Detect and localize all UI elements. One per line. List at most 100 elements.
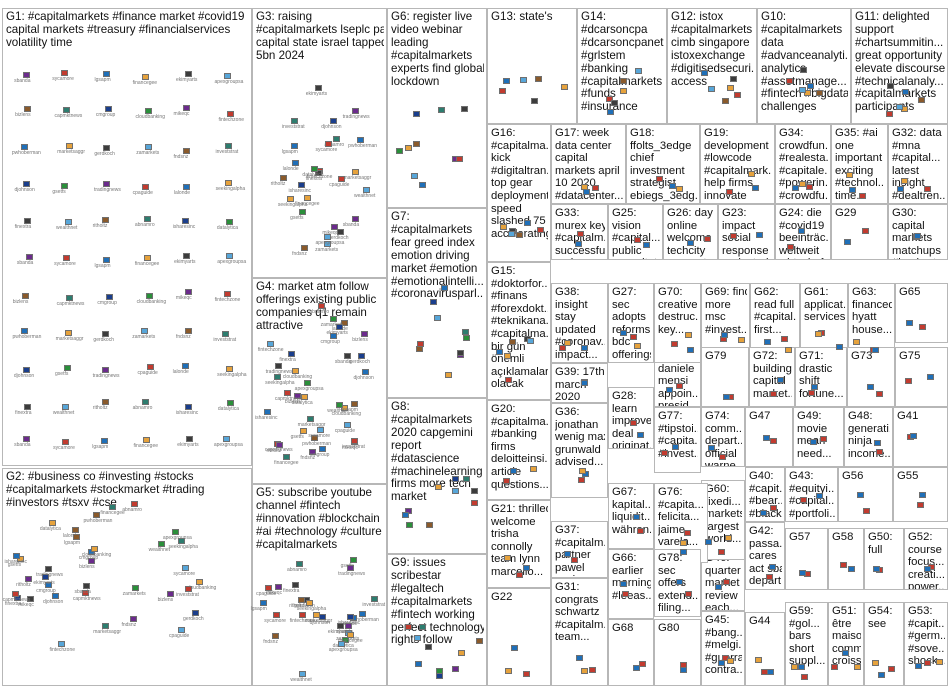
- node-label: sbanda: [14, 441, 31, 448]
- group-panel-g51: G51: être maison commerce croiss...: [828, 602, 864, 686]
- graph-node: [902, 88, 910, 95]
- graph-node: [13, 552, 21, 559]
- graph-node: [61, 183, 69, 190]
- node-label: fintechzone: [257, 347, 284, 354]
- graph-node: [900, 178, 908, 185]
- graph-node: [358, 352, 366, 359]
- group-panel-g3: G3: raising #capitalmarkets lseplc part …: [252, 8, 387, 278]
- node-label: bizlens: [352, 337, 368, 343]
- graph-node: [340, 405, 348, 412]
- node-label: datalytica: [39, 526, 61, 533]
- graph-node: [770, 390, 778, 397]
- graph-node: [317, 426, 325, 433]
- graph-node: [25, 575, 33, 582]
- graph-node: [104, 106, 112, 113]
- graph-node: [299, 427, 307, 434]
- graph-node: [92, 512, 100, 519]
- group-panel-g48: G48: generati... ninja income...: [844, 407, 893, 467]
- node-label: gsetfs: [290, 433, 304, 440]
- group-panel-g54: G54: see: [864, 602, 904, 686]
- group-panel-g5: G5: subscribe youtube channel #fintech #…: [252, 484, 387, 686]
- graph-node: [563, 339, 571, 346]
- graph-node: [222, 331, 230, 338]
- node-label: fintechzone: [218, 116, 245, 123]
- graph-node: [177, 538, 185, 545]
- node-label: investstrat: [215, 149, 239, 156]
- node-label: fintechzone: [49, 646, 76, 653]
- graph-node: [61, 69, 69, 76]
- graph-node: [852, 339, 860, 346]
- group-panel-g34: G34: crowdfun... #realesta... #capitale.…: [775, 124, 831, 204]
- node-label: cmgroup: [309, 452, 330, 459]
- graph-node: [371, 596, 379, 603]
- node-label: lalonde: [282, 165, 299, 172]
- group-panel-g16: G16: #capitalma... kick #digitaltran... …: [487, 124, 551, 262]
- graph-node: [629, 419, 637, 426]
- node-label: ekimyarts: [327, 629, 350, 636]
- node-label: mikeqc: [322, 231, 338, 236]
- group-panel-g77: G77: #tipstoi... #capita... #invest...: [654, 407, 701, 473]
- graph-node: [64, 329, 72, 336]
- graph-node: [63, 254, 71, 261]
- graph-node: [72, 534, 80, 541]
- group-panel-g11: G11: delighted support #chartsummitin...…: [851, 8, 948, 124]
- graph-node: [456, 350, 464, 357]
- graph-node: [324, 233, 332, 240]
- node-label: bizlens: [284, 398, 301, 405]
- graph-node: [65, 219, 73, 226]
- graph-node: [406, 522, 414, 529]
- node-label: lgsapm: [250, 605, 267, 612]
- group-panel-g15: G15: #doktorfor... #finans #forexdokt...…: [487, 262, 551, 400]
- graph-node: [351, 108, 359, 115]
- graph-node: [526, 337, 534, 344]
- graph-node: [687, 240, 695, 247]
- node-label: cloudbanking: [136, 298, 167, 305]
- node-label: apexgroupsa: [213, 441, 243, 448]
- group-label: G15: #doktorfor... #finans #forexdokt...…: [491, 265, 548, 391]
- graph-node: [106, 293, 114, 300]
- group-panel-g43: G43: #equityi... #capital... #portfoli..…: [785, 467, 838, 522]
- graph-node: [65, 294, 73, 301]
- group-panel-g57: G57: [785, 528, 828, 590]
- node-label: sycamore: [264, 617, 286, 624]
- group-label: G13: state's: [491, 11, 553, 23]
- node-label: gsetfs: [7, 562, 22, 569]
- graph-node: [683, 530, 691, 537]
- graph-node: [580, 184, 588, 191]
- graph-node: [578, 476, 586, 483]
- node-label: apexgroupsa: [217, 258, 247, 265]
- graph-node: [178, 627, 185, 634]
- node-label: apexgroupsa: [328, 646, 358, 653]
- group-label: G70: creative destruc... key...: [658, 286, 698, 336]
- graph-node: [670, 341, 678, 348]
- node-label: zamarkets: [320, 321, 344, 328]
- graph-node: [574, 241, 582, 248]
- node-label: abnamro: [122, 506, 142, 513]
- node-label: cloudbanking: [282, 374, 313, 381]
- node-label: datalytica: [291, 400, 313, 406]
- node-label: zamarkets: [132, 333, 156, 340]
- group-label: G41: [897, 410, 919, 422]
- graph-node: [404, 144, 412, 151]
- graph-node: [914, 663, 922, 670]
- graph-node: [416, 345, 424, 352]
- node-label: wealthnet: [327, 407, 349, 414]
- graph-node: [131, 585, 139, 592]
- graph-node: [619, 580, 627, 587]
- graph-node: [23, 435, 31, 442]
- node-label: fndsnz: [300, 455, 316, 462]
- graph-node: [71, 526, 79, 533]
- graph-node: [846, 171, 854, 178]
- node-label: ekimyarts: [177, 442, 199, 449]
- group-label: G66: earlier morning #leeas...: [612, 552, 651, 602]
- graph-node: [21, 293, 29, 300]
- graph-node: [291, 159, 299, 166]
- group-label: G35: #ai one important exciting #technol…: [835, 127, 885, 202]
- group-panel-g7: G7: #capitalmarkets fear greed index emo…: [387, 208, 487, 398]
- graph-node: [263, 409, 271, 416]
- node-label: cmgroup: [36, 588, 56, 595]
- graph-node: [665, 387, 673, 394]
- graph-node: [559, 344, 567, 351]
- group-label: G11: delighted support #chartsummitin...…: [855, 11, 945, 114]
- graph-node: [330, 118, 338, 125]
